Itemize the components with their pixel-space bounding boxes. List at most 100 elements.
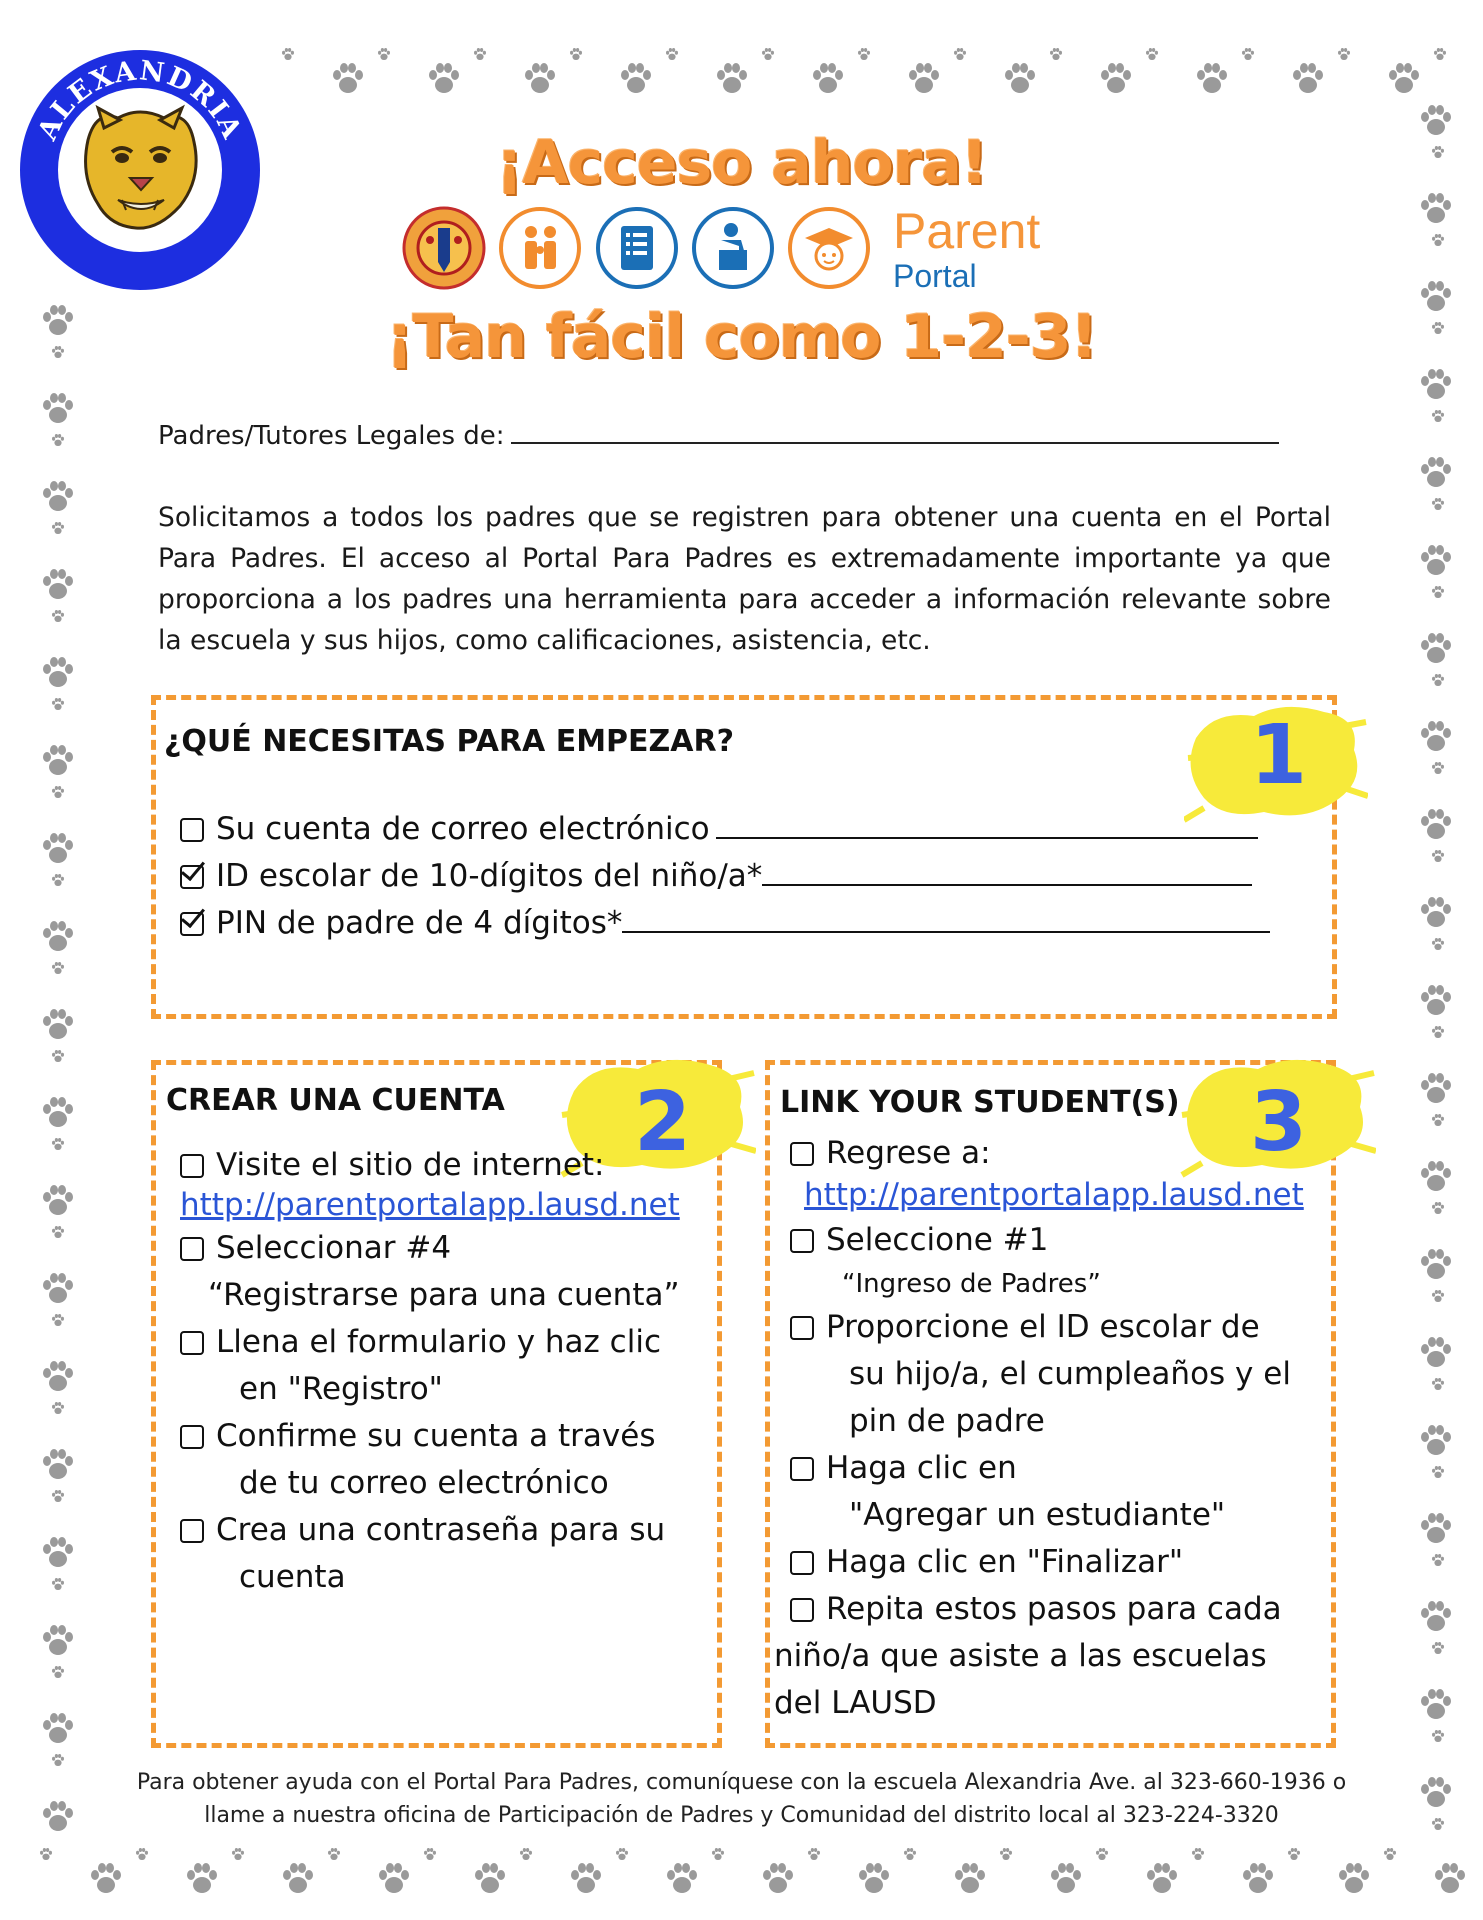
paw-print-icon: [710, 1846, 726, 1862]
paw-print-icon: [1416, 1684, 1456, 1724]
checkbox-provide[interactable]: [790, 1316, 814, 1340]
paw-print-icon: [806, 1846, 822, 1862]
paw-print-icon: [50, 1576, 66, 1592]
step2-title: CREAR UNA CUENTA: [166, 1083, 505, 1118]
step1-number: 1: [1250, 708, 1308, 803]
paw-print-icon: [38, 388, 78, 428]
paw-print-icon: [568, 46, 584, 62]
paw-print-icon: [566, 1858, 606, 1898]
checkbox-pin[interactable]: [180, 912, 204, 936]
paw-print-icon: [1416, 1068, 1456, 1108]
paw-print-icon: [1416, 276, 1456, 316]
paw-print-icon: [614, 1846, 630, 1862]
paw-print-icon: [50, 520, 66, 536]
paw-print-icon: [1384, 58, 1424, 98]
paw-print-icon: [1430, 672, 1446, 688]
paw-print-icon: [1238, 1858, 1278, 1898]
paw-print-icon: [38, 1268, 78, 1308]
select-detail: “Registrarse para una cuenta”: [208, 1277, 680, 1313]
step2-number: 2: [634, 1075, 692, 1170]
report-card-icon: [595, 206, 679, 290]
portal-link[interactable]: http://parentportalapp.lausd.net: [804, 1177, 1304, 1213]
paw-print-icon: [1190, 1846, 1206, 1862]
footer-help: Para obtener ayuda con el Portal Para Pa…: [90, 1766, 1393, 1832]
paw-print-icon: [38, 1796, 78, 1836]
paw-print-icon: [1430, 936, 1446, 952]
paw-print-icon: [1336, 46, 1352, 62]
paw-print-icon: [134, 1846, 150, 1862]
intro-paragraph: Solicitamos a todos los padres que se re…: [158, 502, 1331, 656]
paw-print-icon: [50, 1224, 66, 1240]
checkbox-password[interactable]: [180, 1519, 204, 1543]
paw-print-icon: [38, 828, 78, 868]
checkbox-student-id[interactable]: [180, 865, 204, 889]
checkbox-select[interactable]: [180, 1237, 204, 1261]
paw-print-icon: [328, 58, 368, 98]
paw-print-icon: [1430, 1552, 1446, 1568]
paw-print-icon: [1430, 1376, 1446, 1392]
step3-list: Regrese a: http://parentportalapp.lausd.…: [774, 1133, 1325, 1727]
highlight-splash: [560, 1059, 756, 1178]
paw-print-icon: [1142, 1858, 1182, 1898]
paw-print-icon: [38, 1180, 78, 1220]
teacher-icon: [691, 206, 775, 290]
paw-print-icon: [50, 1400, 66, 1416]
checkbox-repeat[interactable]: [790, 1598, 814, 1622]
provide-label: Proporcione el ID escolar de: [826, 1309, 1260, 1345]
repeat-label-cont: del LAUSD: [774, 1685, 937, 1721]
paw-print-icon: [664, 46, 680, 62]
family-icon: [498, 206, 582, 290]
paw-print-icon: [1430, 144, 1446, 160]
paw-print-icon: [1192, 58, 1232, 98]
page-title: ¡Acceso ahora!: [495, 128, 988, 198]
checkbox-return[interactable]: [790, 1142, 814, 1166]
checkbox-email[interactable]: [180, 818, 204, 842]
checkbox-confirm[interactable]: [180, 1425, 204, 1449]
checkbox-visit[interactable]: [180, 1154, 204, 1178]
paw-print-icon: [1416, 804, 1456, 844]
step3-number: 3: [1250, 1075, 1308, 1170]
puma-head-icon: ALEXANDRIA PUMAS: [20, 50, 260, 290]
paw-print-icon: [38, 1356, 78, 1396]
paw-print-icon: [50, 608, 66, 624]
paw-print-icon: [1416, 628, 1456, 668]
paw-print-icon: [50, 872, 66, 888]
paw-print-icon: [1430, 1112, 1446, 1128]
paw-print-icon: [50, 344, 66, 360]
repeat-label-cont: niño/a que asiste a las escuelas: [774, 1638, 1267, 1674]
blank-line: [622, 907, 1271, 933]
paw-print-icon: [38, 1444, 78, 1484]
paw-print-icon: [1416, 1596, 1456, 1636]
paw-print-icon: [1430, 584, 1446, 600]
checkbox-add-student[interactable]: [790, 1457, 814, 1481]
fill-form-label: Llena el formulario y haz clic: [216, 1324, 661, 1360]
step2-box: 2 CREAR UNA CUENTA Visite el sitio de in…: [151, 1059, 756, 1748]
paw-print-icon: [1240, 46, 1256, 62]
paw-print-icon: [760, 46, 776, 62]
paw-print-icon: [38, 300, 78, 340]
footer-line-2: llame a nuestra oficina de Participación…: [204, 1803, 1279, 1828]
paw-print-icon: [1096, 58, 1136, 98]
paw-print-icon: [50, 696, 66, 712]
paw-print-icon: [1430, 1464, 1446, 1480]
paw-print-icon: [998, 1846, 1014, 1862]
paw-print-icon: [1416, 1156, 1456, 1196]
checkbox-finish[interactable]: [790, 1551, 814, 1575]
paw-print-icon: [38, 916, 78, 956]
paw-print-icon: [1430, 496, 1446, 512]
select-label: Seleccione #1: [826, 1222, 1049, 1258]
paw-print-icon: [1416, 716, 1456, 756]
step3-box: 3 LINK YOUR STUDENT(S) Regrese a: http:/…: [765, 1059, 1376, 1748]
finish-label: Haga clic en "Finalizar": [826, 1544, 1184, 1580]
paw-print-icon: [38, 652, 78, 692]
paw-print-icon: [1288, 58, 1328, 98]
portal-link[interactable]: http://parentportalapp.lausd.net: [180, 1187, 680, 1223]
alexandria-pumas-logo: ALEXANDRIA PUMAS: [18, 48, 262, 292]
paw-print-icon: [50, 960, 66, 976]
brand-parent: Parent: [893, 203, 1041, 259]
checkbox-fill-form[interactable]: [180, 1331, 204, 1355]
footer-line-1: Para obtener ayuda con el Portal Para Pa…: [136, 1770, 1347, 1795]
password-label-cont: cuenta: [239, 1559, 346, 1595]
paw-print-icon: [518, 1846, 534, 1862]
checkbox-select[interactable]: [790, 1229, 814, 1253]
